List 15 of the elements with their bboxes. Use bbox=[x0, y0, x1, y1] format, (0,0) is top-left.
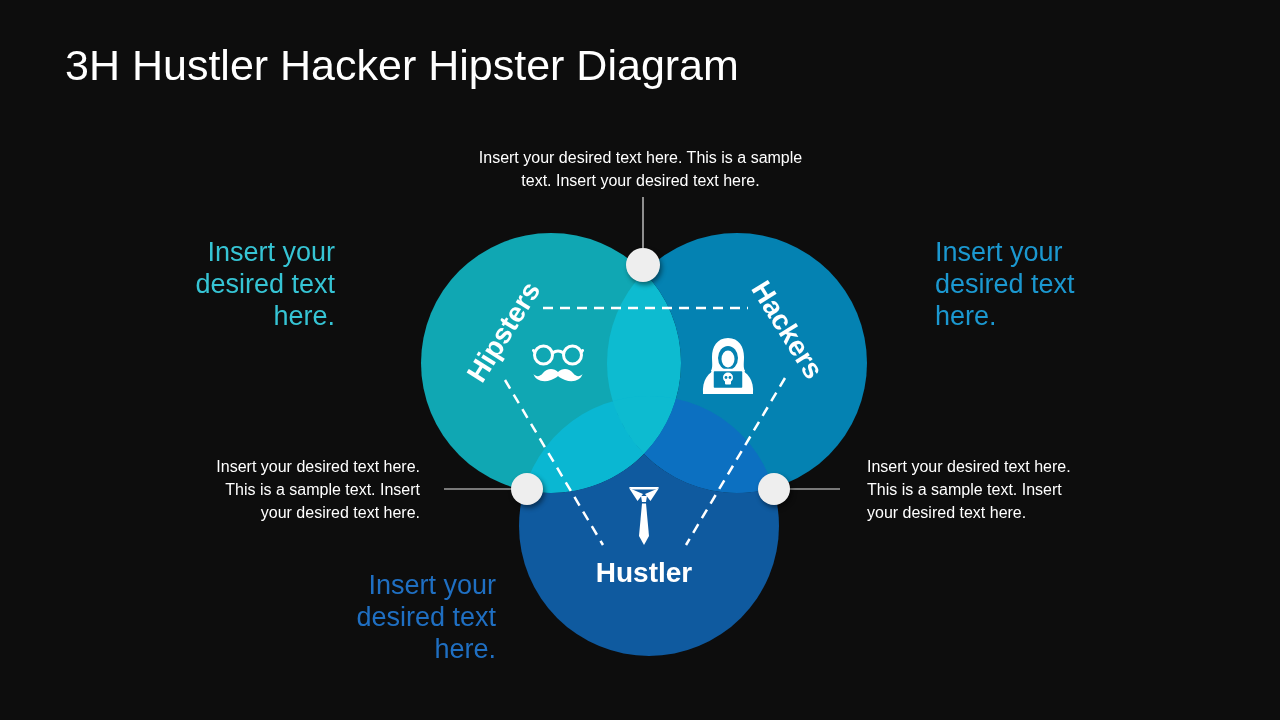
dashed-line bbox=[543, 306, 748, 310]
callout-text: Insert your desired text here. This is a sample text. Insert your desired text here. bbox=[867, 455, 1089, 524]
connector-dot bbox=[626, 248, 660, 282]
side-caption: Insert your desired text here. bbox=[935, 236, 1076, 332]
circle-title: Hustler bbox=[595, 557, 693, 589]
side-caption: Insert your desired text here. bbox=[355, 569, 496, 665]
dashed-line bbox=[684, 377, 787, 546]
callout-text: Insert your desired text here. This is a sample text. Insert your desired text here. bbox=[198, 455, 420, 524]
leader-line bbox=[789, 488, 841, 490]
leader-line bbox=[642, 196, 644, 249]
callout-text: Insert your desired text here. This is a sample text. Insert your desired text here. bbox=[468, 146, 813, 192]
dashed-line bbox=[503, 379, 605, 546]
slide-title: 3H Hustler Hacker Hipster Diagram bbox=[65, 40, 739, 90]
leader-line bbox=[443, 488, 512, 490]
side-caption: Insert your desired text here. bbox=[194, 236, 335, 332]
